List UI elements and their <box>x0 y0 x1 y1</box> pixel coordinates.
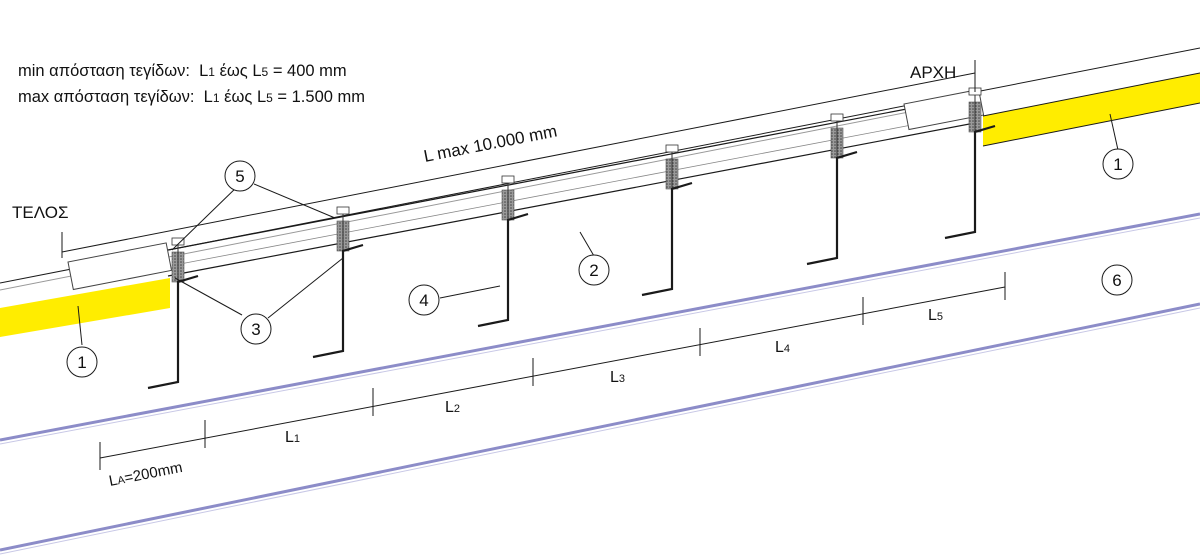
leader-lines <box>77 113 1119 346</box>
panel-right <box>983 73 1200 146</box>
span-label-4: L4 <box>775 339 790 356</box>
lmax-dimension <box>61 60 976 258</box>
callouts: 1 1 2 3 4 5 6 <box>66 148 1134 378</box>
span-label-5: L5 <box>928 307 943 324</box>
purlins <box>147 124 996 390</box>
callout-3: 3 <box>240 313 272 345</box>
callout-6: 6 <box>1101 264 1133 296</box>
z-purlin <box>312 243 364 359</box>
end-label: ΤΕΛΟΣ <box>12 203 68 222</box>
svg-text:2: 2 <box>589 261 598 280</box>
end-plate-left <box>67 242 173 291</box>
la-label: LA=200mm <box>108 459 184 490</box>
span-dimension <box>99 272 1006 470</box>
bolt <box>171 237 185 288</box>
z-purlin <box>477 212 529 328</box>
start-label: ΑΡΧΗ <box>910 63 956 82</box>
callout-1: 1 <box>66 346 98 378</box>
callout-2: 2 <box>578 254 610 286</box>
svg-text:1: 1 <box>1113 155 1122 174</box>
callout-4: 4 <box>408 284 440 316</box>
lmax-label: L max 10.000 mm <box>422 121 559 165</box>
span-label-3: L3 <box>610 369 625 386</box>
bolt <box>501 175 515 226</box>
span-labels: L1 L2 L3 L4 L5 <box>285 307 943 446</box>
z-purlin <box>147 274 199 390</box>
guide-lines <box>0 212 1200 555</box>
svg-text:4: 4 <box>419 291 428 310</box>
bolt <box>665 144 679 195</box>
min-distance-note: min απόσταση τεγίδων: L1 έως L5 = 400 mm <box>18 62 347 80</box>
svg-text:3: 3 <box>251 320 260 339</box>
span-label-1: L1 <box>285 429 300 446</box>
beam <box>167 94 981 277</box>
panel-left <box>0 278 170 337</box>
max-distance-note: max απόσταση τεγίδων: L1 έως L5 = 1.500 … <box>18 88 365 106</box>
z-purlin <box>641 181 693 297</box>
gaskets <box>171 101 982 283</box>
z-purlin <box>944 124 996 240</box>
svg-text:5: 5 <box>235 167 244 186</box>
bolt <box>830 113 844 164</box>
callout-1: 1 <box>1102 148 1134 180</box>
bolt <box>336 206 350 257</box>
callout-5: 5 <box>224 160 256 192</box>
z-purlin <box>806 150 858 266</box>
span-label-2: L2 <box>445 399 460 416</box>
svg-text:1: 1 <box>77 353 86 372</box>
svg-text:6: 6 <box>1112 271 1121 290</box>
